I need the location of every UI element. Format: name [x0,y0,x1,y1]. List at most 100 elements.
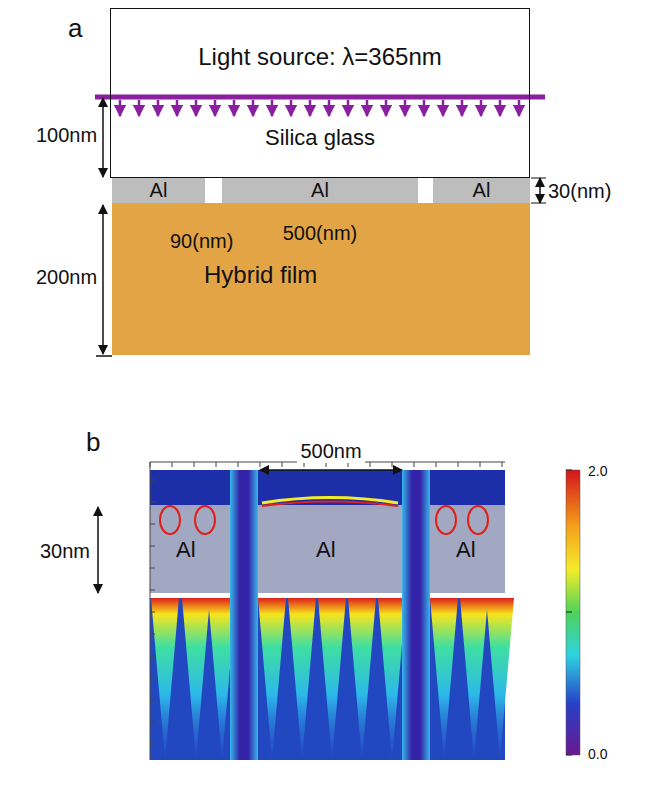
ruler-tick [216,462,217,467]
al-layer [258,505,402,593]
ruler-tick [458,462,459,467]
ruler-tick [370,462,371,467]
field-cone [460,598,488,760]
ruler-tick [150,700,155,701]
colorbar-tick [566,612,572,613]
ruler-tick [150,524,155,525]
light-arrow [385,100,388,116]
light-arrow [195,100,198,116]
al-edge [258,593,402,598]
light-arrow [423,100,426,116]
dimension-tick [531,203,546,204]
light-source-box: Light source: λ=365nmSilica glass [110,8,530,178]
ruler-tick [150,744,155,745]
field-cone [258,598,286,760]
dimension-tick [531,178,546,179]
al-block: Al [112,178,205,203]
field-cone [430,598,458,760]
light-arrow [119,100,122,116]
ruler-tick [150,722,155,723]
field-cone [486,598,514,760]
ruler-tick [150,502,155,503]
light-arrow [138,100,141,116]
field-hotspots [160,506,488,534]
dimension-tick [96,355,112,357]
ruler-tick [150,612,155,613]
dimension-label: 90(nm) [170,230,233,253]
ruler [150,462,151,760]
light-arrow [461,100,464,116]
al-block: Al [222,178,418,203]
field-hotspot [436,506,456,534]
ruler-tick [414,462,415,467]
field-cone [378,598,406,760]
node-text: Al [311,179,329,202]
slit-field [402,470,430,760]
colorbar-label: 2.0 [588,463,607,479]
ruler-tick [194,462,195,467]
ruler-tick [150,568,155,569]
light-arrow [290,100,293,116]
colorbar-tick [566,755,572,756]
field-cone [288,598,316,760]
field-hotspot [262,502,398,507]
light-arrow [347,100,350,116]
dimension-arrow [102,98,104,177]
dimension-arrow [102,205,104,354]
dimension-label: 100nm [36,124,97,147]
field-cone [348,598,376,760]
dimension-label: 200nm [36,266,97,289]
dimension-arrow [539,178,541,203]
dimension-label: 30(nm) [548,180,611,203]
node-text: Al [150,179,168,202]
field-map [150,470,505,760]
field-hotspot [160,506,180,534]
light-arrow [176,100,179,116]
dimension-label: 30nm [40,540,90,563]
light-arrow [309,100,312,116]
al-label: Al [176,537,196,562]
ruler-tick [172,462,173,467]
light-arrow [518,100,521,116]
field-top [150,470,505,510]
ruler-tick [260,462,261,467]
node-text: Al [473,179,491,202]
al-edge [150,593,230,598]
ruler-tick [502,462,503,467]
field-hotspot [195,506,215,534]
dimension-label: 500nm [297,440,364,463]
ruler-tick [150,678,155,679]
light-arrows [120,100,519,116]
al-field [150,498,505,599]
al-label: Al [456,537,476,562]
light-arrow [252,100,255,116]
al-edge [430,593,505,598]
ruler-tick [150,634,155,635]
ruler-tick [150,656,155,657]
panel-letter: a [68,14,82,44]
ruler-tick [436,462,437,467]
light-arrow [480,100,483,116]
ruler-tick [150,462,151,467]
field-cone [182,598,210,760]
ruler-tick [392,462,393,467]
ruler-ticks [150,462,502,744]
node-text: Light source: λ=365nm [111,43,529,71]
panel-letter: b [86,428,100,458]
al-layer [150,505,230,593]
al-layer [430,505,505,593]
light-arrow [157,100,160,116]
light-arrow [233,100,236,116]
al-block: Al [433,178,530,203]
light-arrow [366,100,369,116]
light-arrow [271,100,274,116]
colorbar [566,470,580,755]
light-bar [95,95,545,100]
node-text: Hybrid film [204,261,317,289]
light-arrow [214,100,217,116]
dimension-label: 500(nm) [283,222,357,245]
field-cone [151,598,179,760]
light-arrow [499,100,502,116]
ruler-tick [282,462,283,467]
